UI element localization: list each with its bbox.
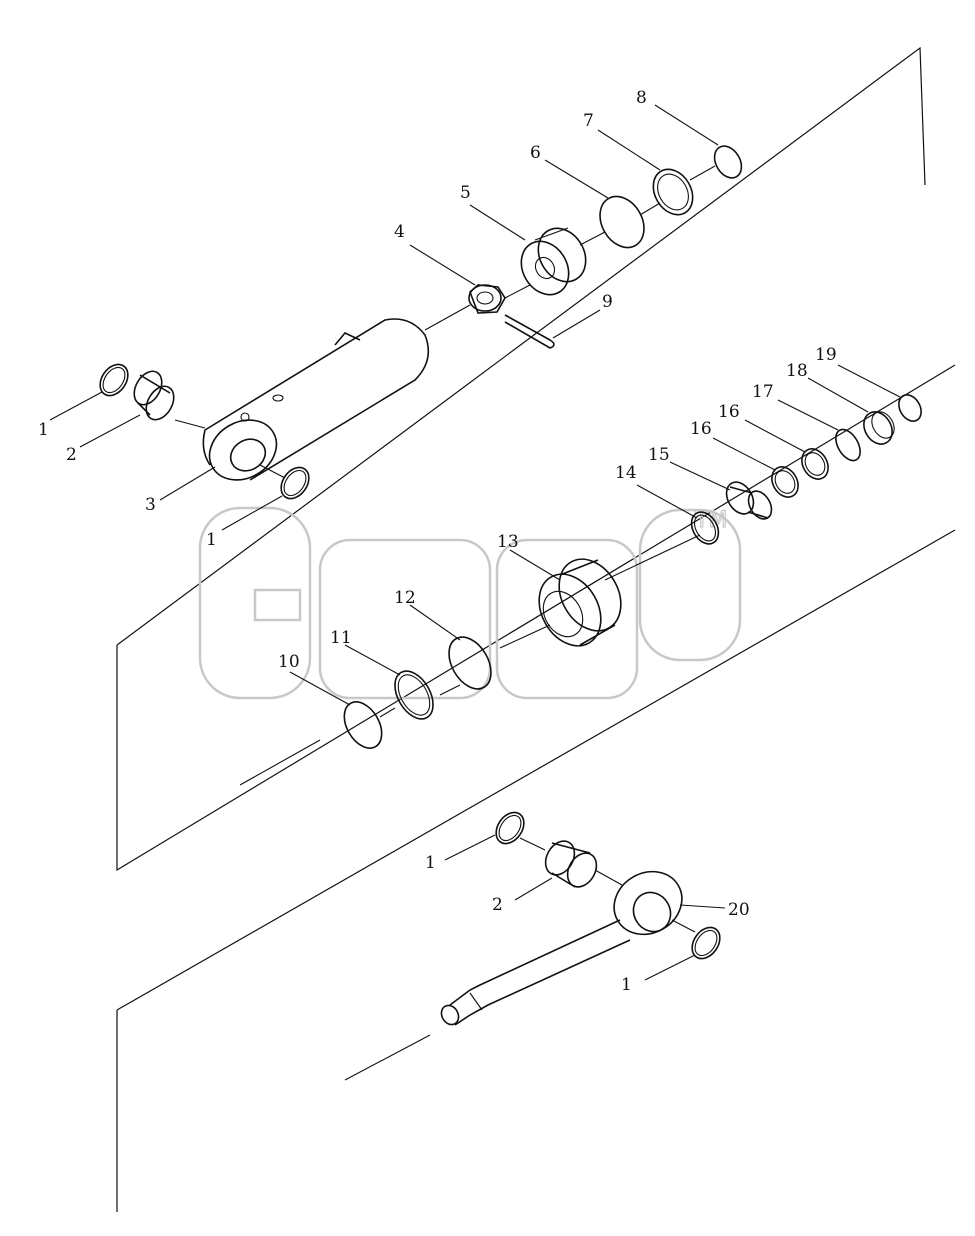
callout-12: 12 [394,588,416,608]
callout-10: 10 [278,652,300,672]
part-20-piston-rod [440,870,683,1026]
part-2-bushing-upper [133,370,175,421]
part-13-gland [538,558,622,647]
callout-1a: 1 [38,420,49,440]
part-1-ring-lower-b [691,926,721,960]
callout-16a: 16 [690,419,712,439]
part-11-o-ring [394,670,434,720]
callout-8: 8 [636,88,647,108]
callout-2a: 2 [66,445,77,465]
part-16-seal-b [771,466,799,498]
part-6-wear-ring [599,195,645,249]
group-frame-top [116,46,926,646]
part-16-seal-a [801,448,829,480]
part-10-back-up-ring [343,701,383,749]
part-5-piston [520,227,587,296]
part-1-ring-mid [280,466,310,500]
part-15-guide-bushing [725,481,773,520]
part-3-cylinder-barrel [202,318,430,481]
part-12-back-up-ring [448,636,492,690]
part-18-wiper [863,411,895,445]
callout-1c: 1 [425,853,436,873]
part-9-cotter-pin [504,314,555,349]
part-1-ring-upper [99,363,129,397]
callout-4: 4 [394,222,405,242]
callout-16b: 16 [718,402,740,422]
callout-1d: 1 [621,975,632,995]
callout-19: 19 [815,345,837,365]
callout-1b: 1 [206,530,217,550]
callout-6: 6 [530,143,541,163]
part-7-piston-seal [652,168,694,216]
part-8-o-ring [713,145,743,179]
callout-17: 17 [752,382,774,402]
callout-9: 9 [602,292,613,312]
callout-5: 5 [460,183,471,203]
part-4-castle-nut [468,284,506,314]
callout-2b: 2 [492,895,503,915]
part-2-bushing-lower [544,840,598,888]
callout-14: 14 [615,463,637,483]
group-frame-upper [116,364,956,872]
callout-11: 11 [330,628,352,648]
part-19-snap-ring [898,394,922,422]
part-1-ring-lower-a [495,811,525,845]
group-frame-lower-top [116,529,956,1011]
callout-15: 15 [648,445,670,465]
callout-13: 13 [497,532,519,552]
callout-7: 7 [583,111,594,131]
callout-3: 3 [145,495,156,515]
callout-18: 18 [786,361,808,381]
part-14-o-ring [690,511,720,545]
callout-20: 20 [728,900,750,920]
part-17-ring [835,428,861,462]
